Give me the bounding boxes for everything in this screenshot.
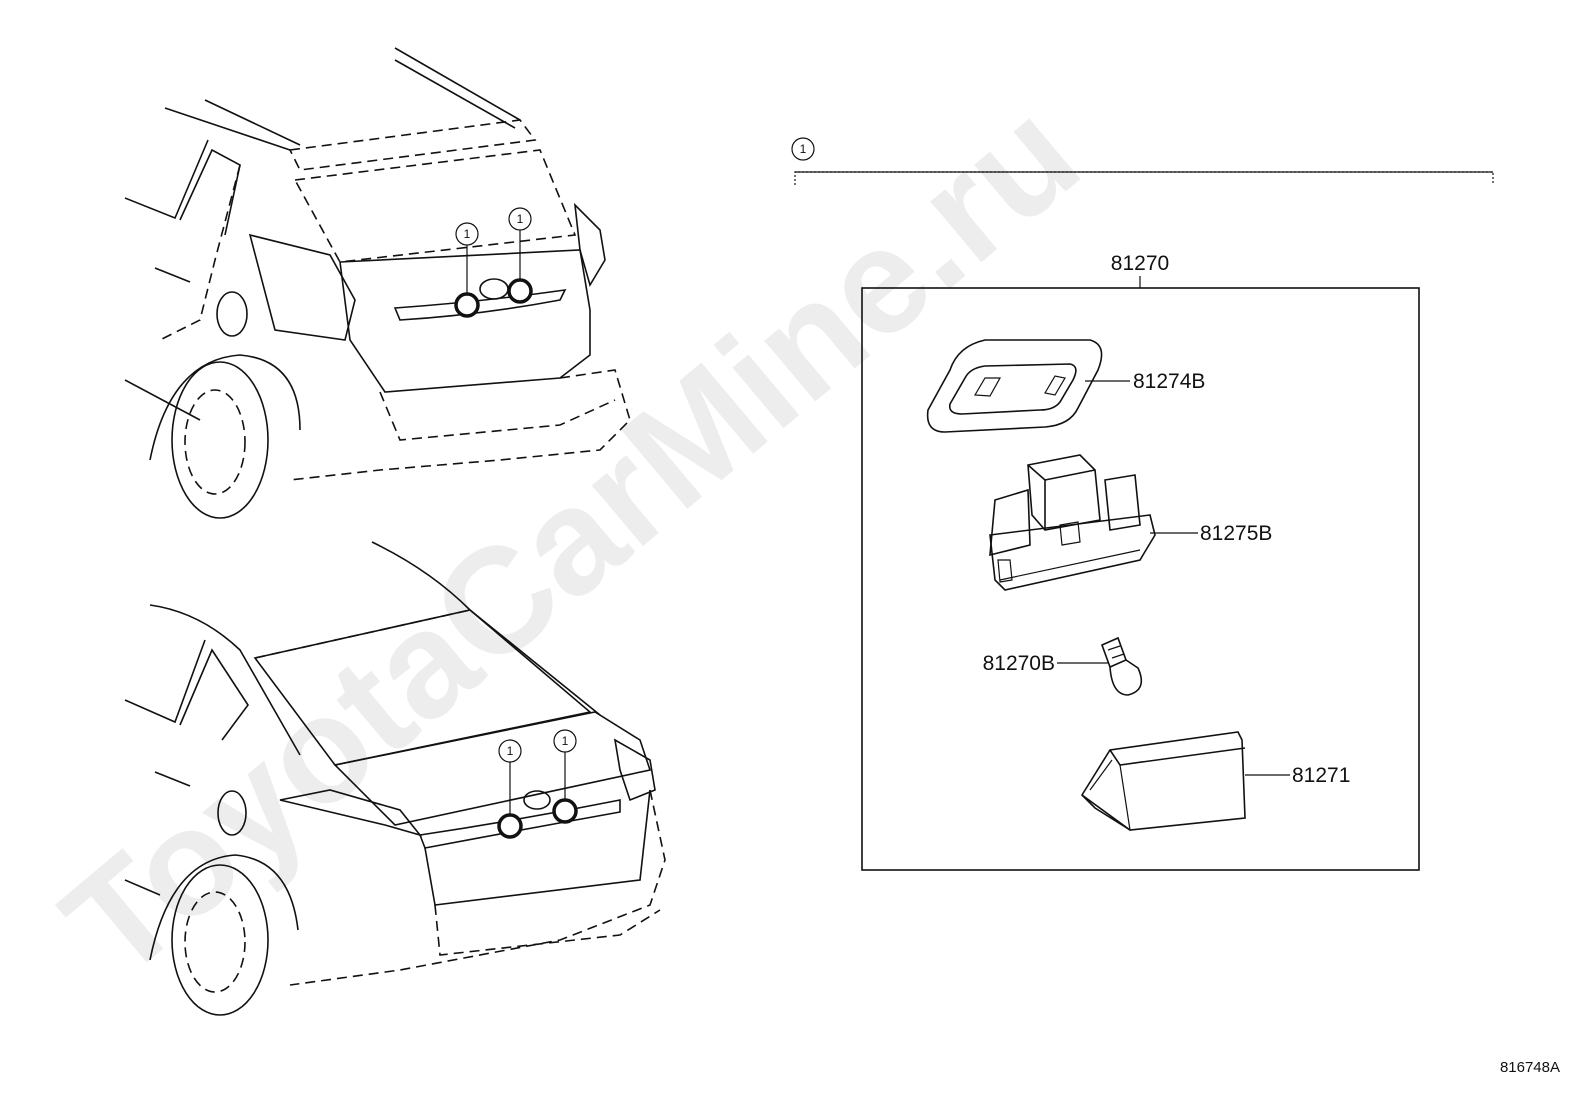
sedan-view xyxy=(124,541,666,1016)
svg-text:1: 1 xyxy=(800,142,807,156)
callout-1: 1 xyxy=(455,222,479,246)
part-number-81271: 81271 xyxy=(1292,764,1350,787)
assembly-box xyxy=(861,287,1420,871)
assembly-number-label: 81270 xyxy=(1111,252,1169,275)
hatchback-view xyxy=(124,47,631,519)
part-number-81274B: 81274B xyxy=(1133,370,1205,393)
bulb-part xyxy=(1100,636,1143,696)
svg-text:1: 1 xyxy=(517,212,524,226)
gasket-part xyxy=(926,339,1103,433)
part-number-81270B: 81270B xyxy=(983,652,1055,675)
callout-1: 1 xyxy=(508,207,532,231)
diagram-id: 816748A xyxy=(1500,1059,1560,1076)
svg-text:1: 1 xyxy=(464,227,471,241)
callout-1-bracket: 1 xyxy=(791,137,1494,185)
lens-part xyxy=(1080,731,1246,831)
callout-1: 1 xyxy=(498,739,522,763)
svg-text:1: 1 xyxy=(507,744,514,758)
license-lamp-location-marker xyxy=(454,292,480,318)
svg-text:1: 1 xyxy=(562,734,569,748)
watermark-text: ToyotaCarMine.ru xyxy=(33,68,1109,1009)
part-number-81275B: 81275B xyxy=(1200,522,1272,545)
license-lamp-location-marker xyxy=(497,813,523,839)
license-lamp-location-marker xyxy=(552,798,578,824)
license-lamp-location-marker xyxy=(507,278,533,304)
callout-1: 1 xyxy=(553,729,577,753)
lamp-housing-part xyxy=(989,454,1156,591)
